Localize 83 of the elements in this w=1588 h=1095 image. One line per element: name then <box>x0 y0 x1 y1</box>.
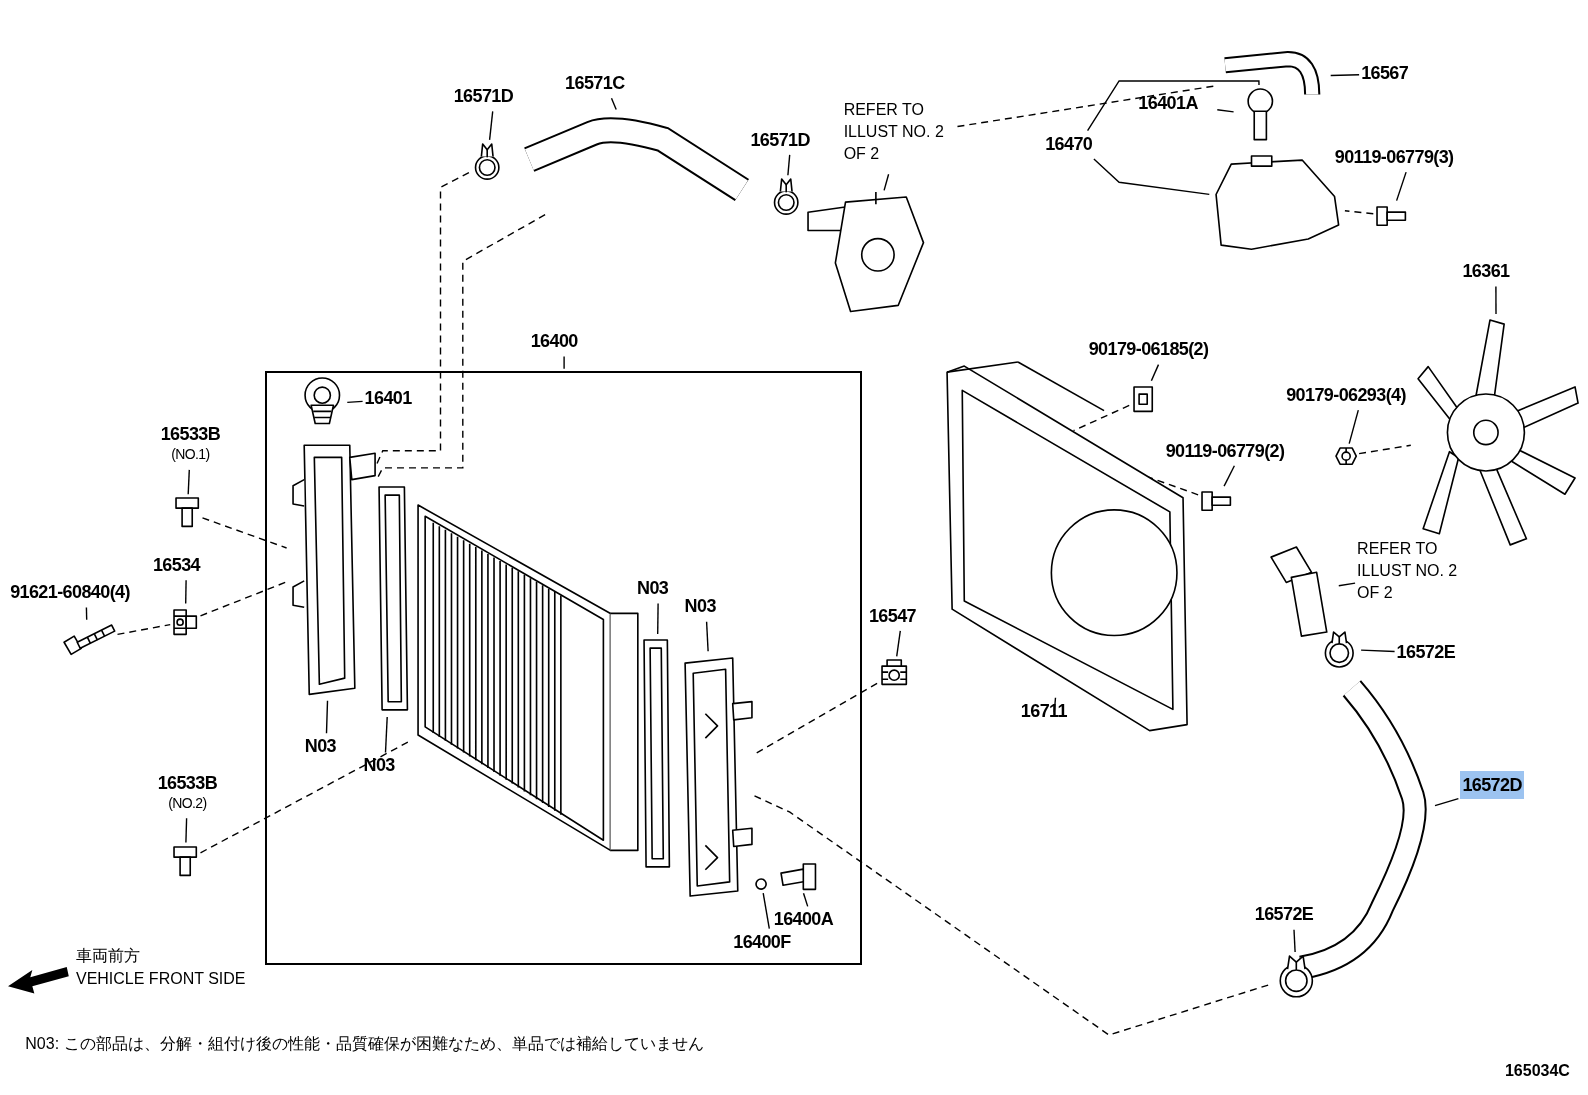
part-number: 16470 <box>1045 132 1093 155</box>
dashed-line <box>753 795 1271 1036</box>
dashed-line <box>1072 404 1130 432</box>
part-number: 16572E <box>1396 641 1456 664</box>
drain-cock-drawing <box>777 860 819 892</box>
part-number: N03 <box>684 595 716 618</box>
leader-line <box>1434 797 1460 807</box>
dashed-line <box>201 517 288 549</box>
part-number: 16533B <box>157 771 218 794</box>
part-number: 16711 <box>1020 699 1067 722</box>
part-number: 90179-06185(2) <box>1088 338 1209 361</box>
leader-line <box>802 892 809 908</box>
part-number: 16400A <box>773 908 834 931</box>
part-number: 16534 <box>152 553 200 576</box>
dashed-line <box>199 581 288 617</box>
part-number: 16547 <box>868 604 916 627</box>
leader-line <box>610 97 617 111</box>
leader-line <box>1360 649 1396 653</box>
part-number: 16572E <box>1254 903 1314 926</box>
frame-box <box>265 370 862 966</box>
leader-line <box>1348 409 1359 445</box>
direction-note: VEHICLE FRONT SIDE <box>75 970 246 989</box>
bolt-drawing <box>172 844 199 878</box>
leader-line <box>883 173 890 192</box>
part-number: 16400 <box>530 330 578 353</box>
leader-line <box>762 892 770 930</box>
reference-note: REFER TO ILLUST NO. 2 OF 2 <box>843 99 955 166</box>
part-number: 91621-60840(4) <box>10 581 130 604</box>
part-number: 16361 <box>1462 260 1510 283</box>
leader-line <box>1495 285 1497 315</box>
gasket-drawing <box>640 636 673 871</box>
part-number: 16571D <box>750 128 810 151</box>
part-number: 16401 <box>364 386 412 409</box>
dashed-line <box>1358 444 1412 455</box>
leader-line <box>185 817 188 844</box>
part-number: 16400F <box>733 930 791 953</box>
leader-line <box>187 469 190 495</box>
part-number: N03 <box>304 735 337 758</box>
part-number: 16533B <box>160 423 221 446</box>
part-number: 16571D <box>453 85 514 108</box>
reference-note: REFER TO ILLUST NO. 2 OF 2 <box>1357 537 1469 604</box>
leader-line <box>563 355 565 370</box>
illustration-number: 165034C <box>1504 1062 1570 1081</box>
direction-note: 車両前方 <box>75 945 140 966</box>
part-number: 90119-06779(3) <box>1334 145 1454 168</box>
leader-line <box>1086 80 1260 132</box>
part-note: (NO.2) <box>168 793 207 812</box>
leader-line <box>1293 929 1296 953</box>
dashed-line <box>116 623 171 636</box>
leader-line <box>1093 158 1210 196</box>
footnote: N03: この部品は、分解・組付け後の性能・品質確保が困難なため、単品では補給していません <box>25 1034 704 1054</box>
leader-line <box>384 716 388 754</box>
part-note: (NO.1) <box>171 445 210 464</box>
leader-line <box>1395 171 1407 202</box>
part-number: N03 <box>363 754 395 777</box>
leader-line <box>1150 363 1160 382</box>
o-ring-drawing <box>754 877 769 892</box>
leader-line <box>346 400 364 404</box>
leader-line <box>1330 74 1360 77</box>
part-number: N03 <box>637 577 669 600</box>
nut-drawing <box>1334 445 1358 466</box>
part-number: 16401A <box>1138 92 1198 115</box>
part-number: 16567 <box>1361 61 1409 84</box>
part-number: 90179-06293(4) <box>1286 383 1406 406</box>
part-number: 16572D <box>1460 770 1524 799</box>
leader-line <box>1216 109 1235 113</box>
leader-line <box>896 630 901 657</box>
dashed-line <box>956 85 1214 128</box>
dashed-line <box>1344 210 1374 215</box>
part-number: 90119-06779(2) <box>1165 439 1285 462</box>
leader-line <box>787 154 791 176</box>
leader-line <box>85 606 88 621</box>
leader-line <box>325 700 329 734</box>
part-number: 16571C <box>565 71 625 94</box>
dashed-line <box>753 682 878 755</box>
leader-line <box>657 602 659 635</box>
leader-line <box>488 110 494 141</box>
dashed-line <box>376 171 470 465</box>
bolt-drawing <box>174 496 201 529</box>
leader-line <box>705 621 709 652</box>
leader-line <box>1338 582 1356 587</box>
leader-line <box>185 579 187 605</box>
leader-line <box>1223 465 1236 487</box>
